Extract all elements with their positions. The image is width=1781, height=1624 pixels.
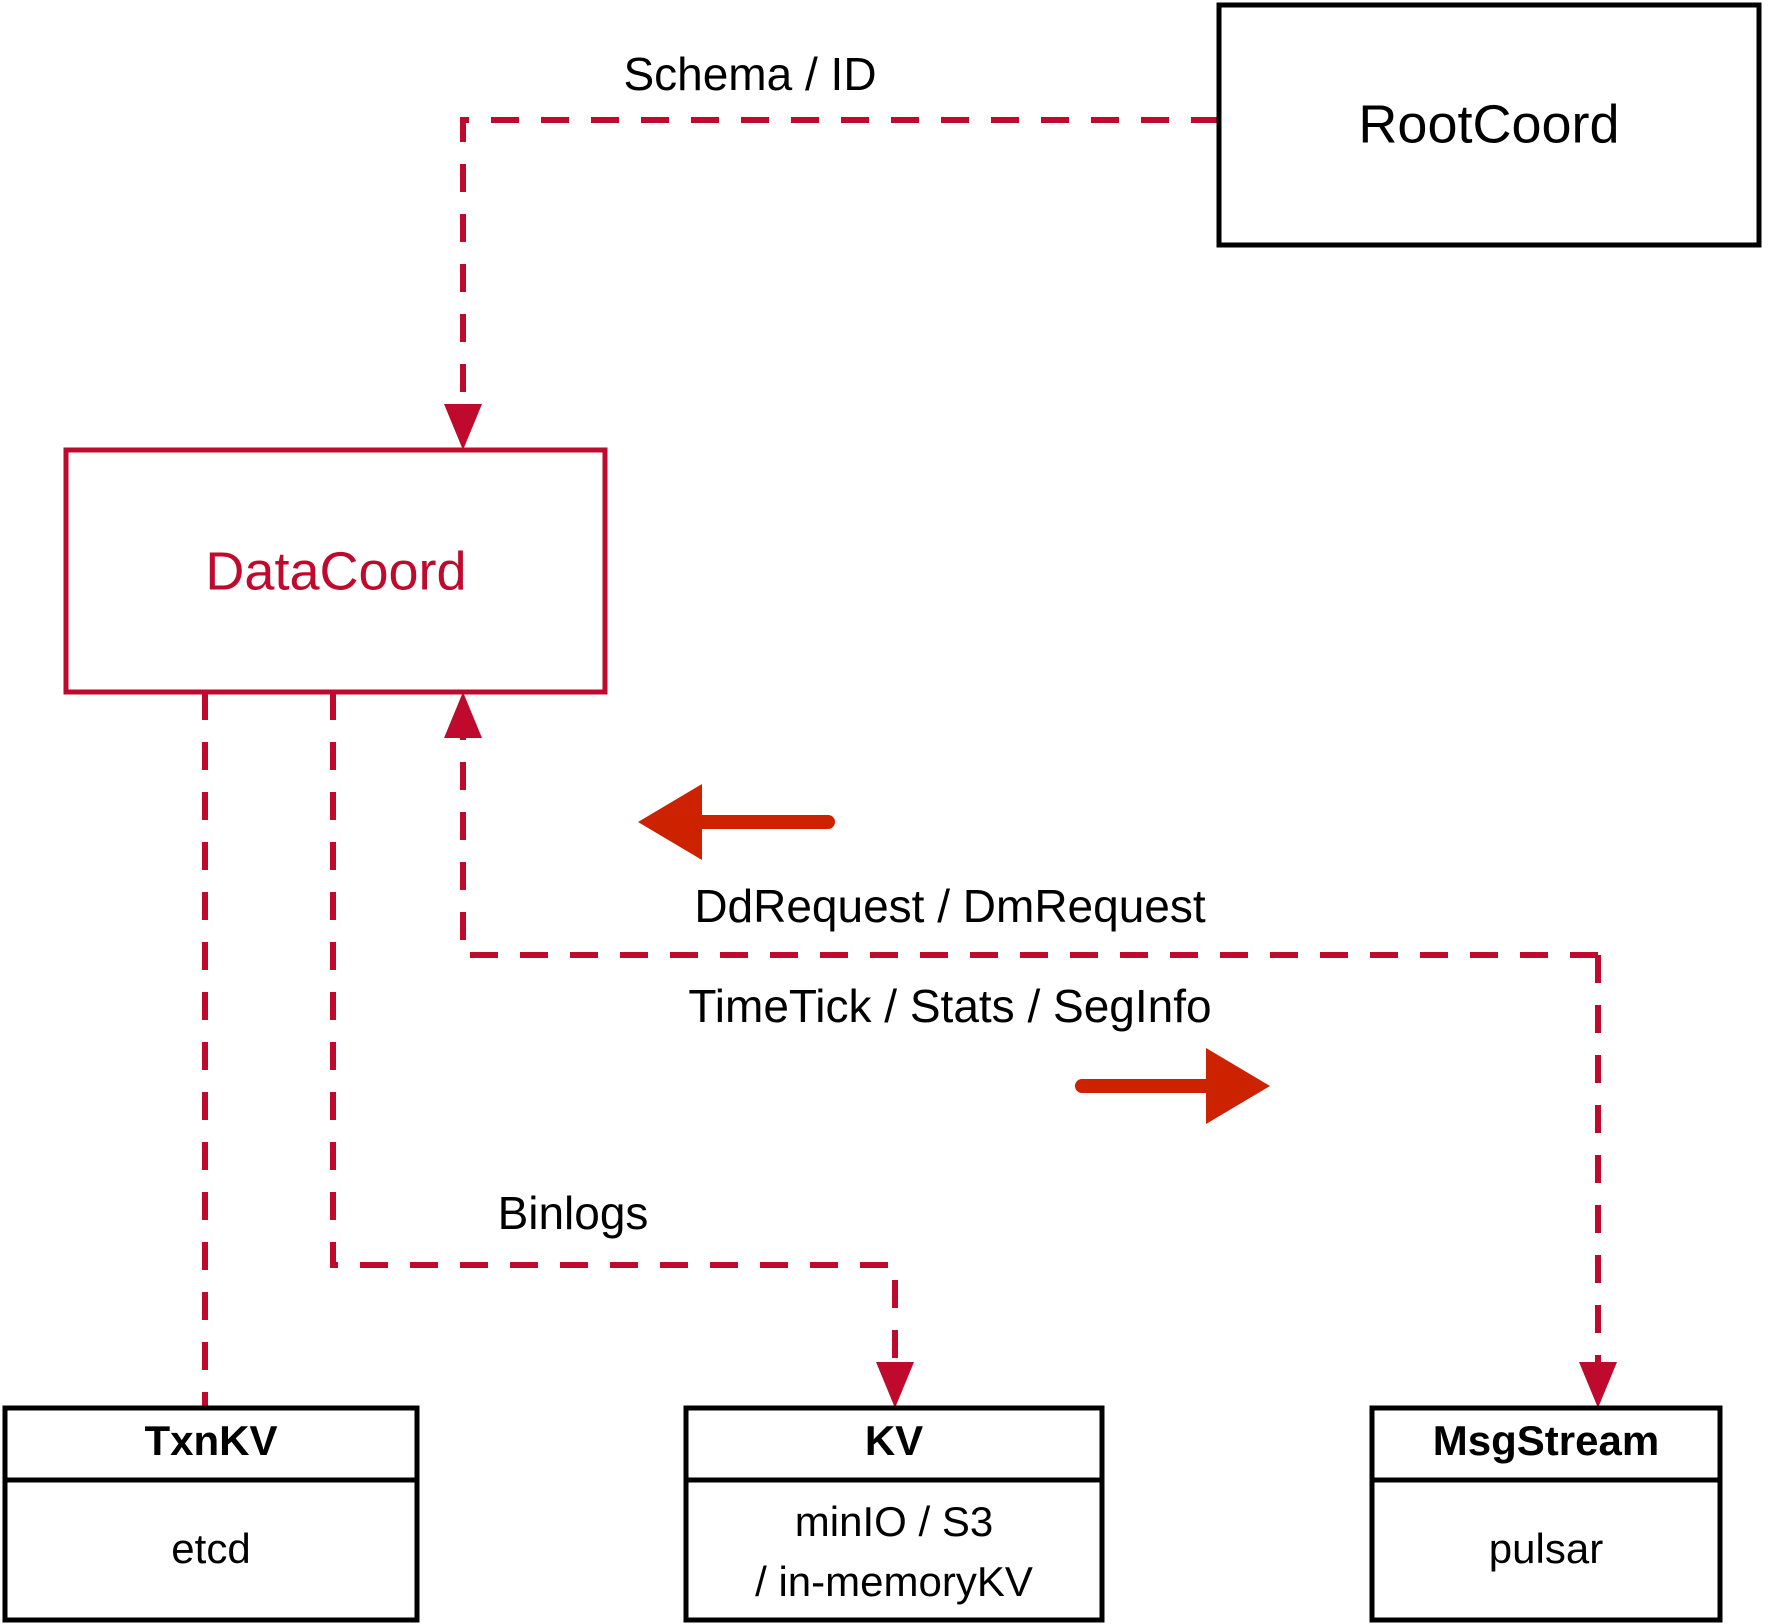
edge-binlogs-path [330,692,898,1382]
node-msgstream-frame[interactable] [1369,1405,1723,1623]
node-rootcoord-title: RootCoord [1358,94,1619,154]
outbound-marker [1075,1048,1270,1124]
edge-timetick-stats-seginfo-arrowhead [1579,1362,1617,1408]
node-txnkv-frame[interactable] [2,1405,420,1623]
edge-label-schema-id: Schema / ID [623,48,876,100]
node-msgstream-subtitle-0: pulsar [1489,1525,1603,1572]
node-kv-frame[interactable] [683,1405,1105,1623]
node-msgstream[interactable]: MsgStream pulsar [1369,1405,1723,1623]
edge-label-ddrequest-dmrequest: DdRequest / DmRequest [694,880,1206,932]
edge-schema-id [444,117,1219,450]
node-datacoord-frame[interactable] [63,447,608,695]
node-kv-title: KV [865,1417,923,1464]
node-kv-subtitle-1: / in-memoryKV [755,1558,1033,1605]
edge-ddrequest-dmrequest [444,692,1598,958]
node-txnkv[interactable]: TxnKV etcd [2,1405,420,1623]
inbound-marker-arrowhead [638,784,702,860]
edge-schema-id-path [460,117,1219,424]
edge-binlogs-arrowhead [876,1362,914,1408]
edge-timetick-stats-seginfo [1579,955,1617,1408]
node-kv-subtitle-0: minIO / S3 [795,1498,993,1545]
node-txnkv-title: TxnKV [144,1417,277,1464]
node-rootcoord-frame[interactable] [1216,2,1762,248]
edge-schema-id-arrowhead [444,404,482,450]
inbound-marker [638,784,835,860]
node-datacoord[interactable]: DataCoord [63,447,608,695]
outbound-marker-arrowhead [1206,1048,1270,1124]
edge-ddrequest-dmrequest-arrowhead [444,692,482,738]
node-txnkv-subtitle-0: etcd [171,1525,250,1572]
node-rootcoord[interactable]: RootCoord [1216,2,1762,248]
node-msgstream-title: MsgStream [1433,1417,1659,1464]
edge-binlogs [330,692,914,1408]
edge-label-binlogs: Binlogs [498,1187,649,1239]
edge-label-timetick-stats-seginfo: TimeTick / Stats / SegInfo [688,980,1211,1032]
node-datacoord-title: DataCoord [205,541,466,601]
node-kv[interactable]: KV minIO / S3 / in-memoryKV [683,1405,1105,1623]
